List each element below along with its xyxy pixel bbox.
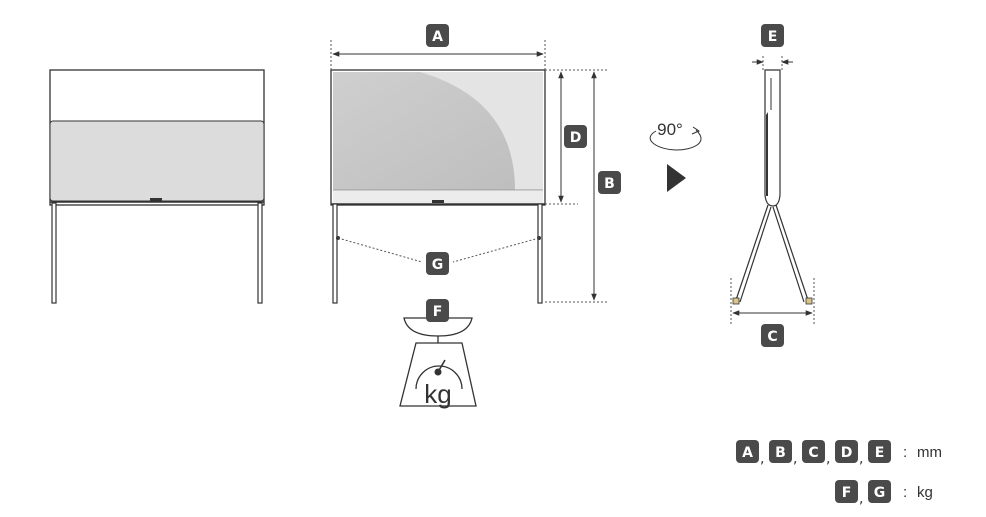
dimension-d-b: [545, 69, 608, 303]
svg-text:,: ,: [760, 451, 764, 467]
badge-e-text: E: [768, 29, 778, 45]
svg-text:B: B: [775, 445, 786, 461]
legend-mm-colon: :: [903, 444, 907, 461]
badge-d-text: D: [570, 130, 582, 146]
svg-text:E: E: [875, 445, 885, 461]
svg-text:,: ,: [859, 451, 863, 467]
play-arrow-icon: [667, 164, 686, 192]
legend-kg-row: F , G : kg: [835, 480, 933, 507]
svg-text:,: ,: [793, 451, 797, 467]
badge-b: B: [598, 171, 621, 194]
badge-g: G: [426, 252, 449, 275]
svg-text:G: G: [874, 485, 886, 501]
badge-a: A: [426, 24, 449, 47]
legend-mm-row: A , B , C , D , E : mm: [736, 440, 942, 467]
tv-rear-view: [49, 69, 265, 304]
dimension-a: [330, 40, 546, 72]
badge-f: F: [426, 299, 449, 322]
badge-c: C: [761, 324, 784, 347]
rotation-label: 90°: [657, 120, 683, 139]
legend-mm-unit: mm: [917, 444, 942, 461]
svg-text:D: D: [841, 445, 853, 461]
svg-text:,: ,: [826, 451, 830, 467]
badge-b-text: B: [604, 176, 615, 192]
weight-scale-icon: kg: [399, 317, 477, 409]
dimension-g: [336, 236, 541, 263]
badge-d: D: [564, 125, 587, 148]
legend-kg-unit: kg: [917, 484, 933, 501]
badge-a-text: A: [432, 29, 443, 45]
legend-kg-colon: :: [903, 484, 907, 501]
badge-g-text: G: [432, 257, 444, 273]
tv-front-view: [330, 69, 546, 304]
badge-f-text: F: [433, 304, 443, 320]
svg-text:,: ,: [859, 491, 863, 507]
weight-unit-label: kg: [424, 379, 451, 409]
rotation-indicator: 90°: [649, 120, 702, 192]
badge-e: E: [761, 24, 784, 47]
svg-text:F: F: [842, 485, 852, 501]
badge-c-text: C: [767, 329, 777, 345]
svg-text:A: A: [742, 445, 753, 461]
tv-side-view: [730, 56, 815, 325]
svg-text:C: C: [808, 445, 818, 461]
